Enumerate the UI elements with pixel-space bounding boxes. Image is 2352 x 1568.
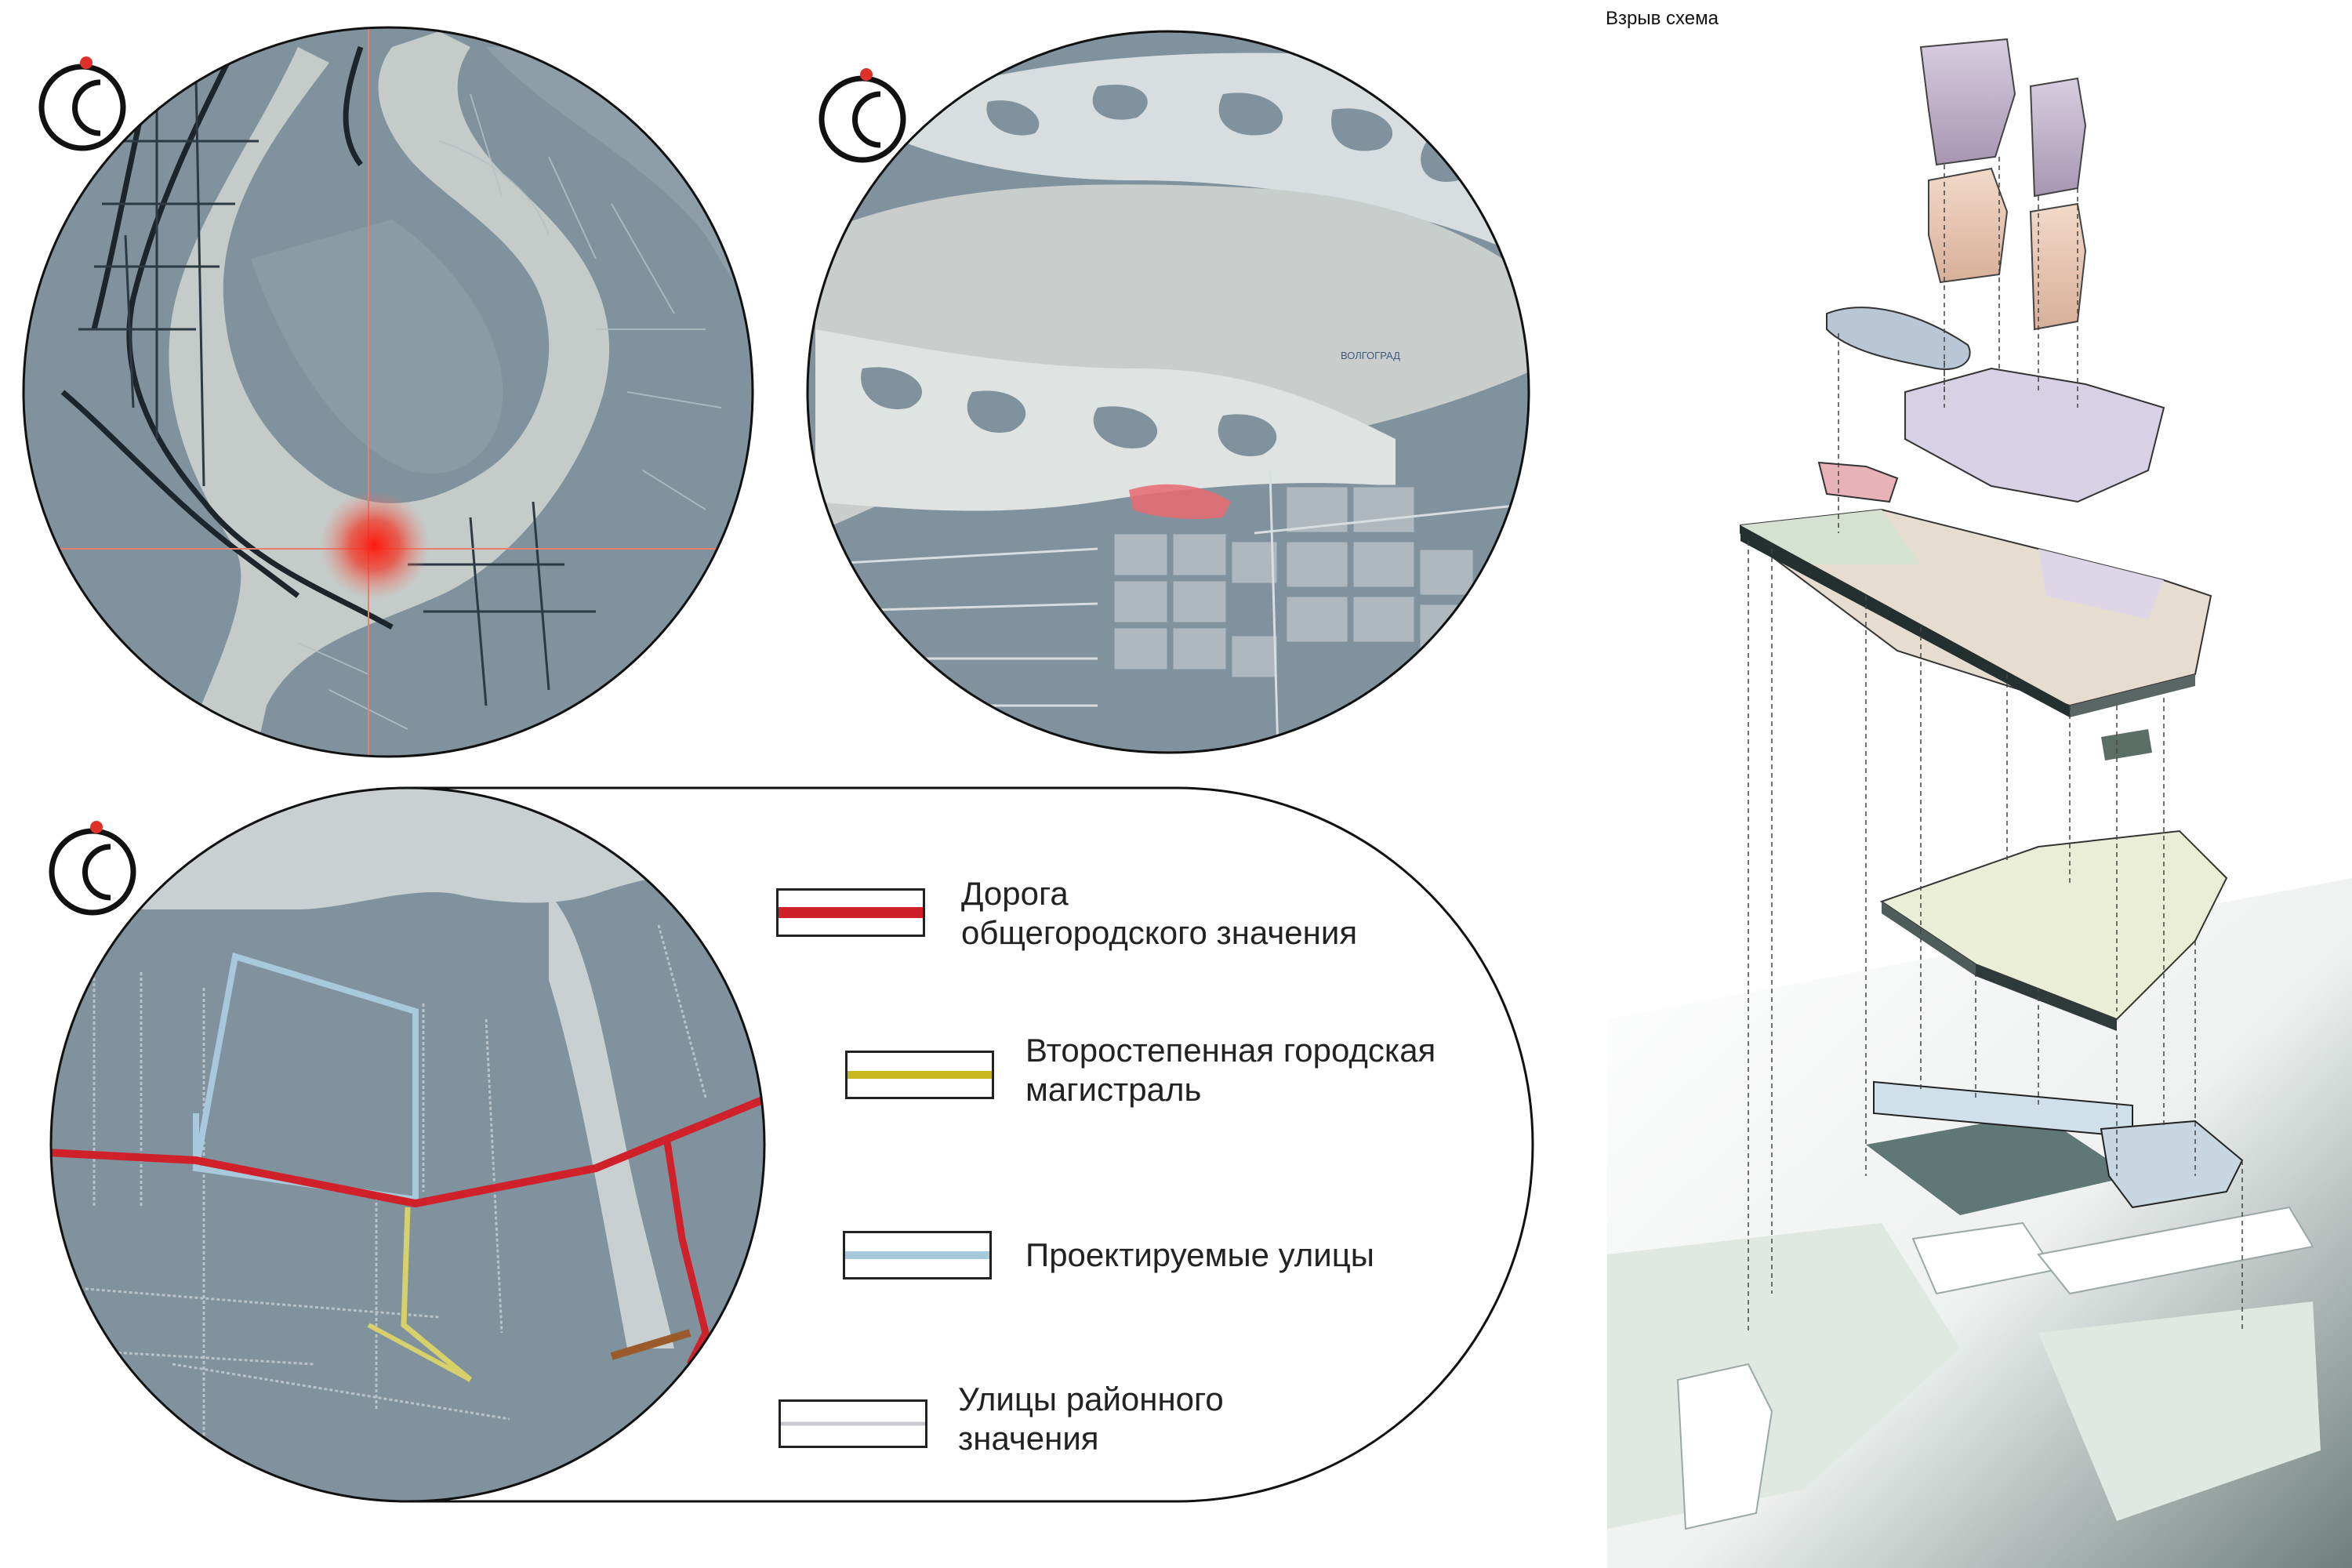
road-hierarchy-map [51, 788, 764, 1501]
legend-label-district: Улицы районного значения [958, 1381, 1224, 1457]
city-label: ВОЛГОГРАД [1341, 350, 1400, 361]
legend-swatch-secondary [845, 1051, 994, 1099]
legend-swatch-district [779, 1399, 927, 1448]
legend-label-city-road: Дорога общегородского значения [961, 875, 1358, 951]
legend-panel-outline [408, 786, 1534, 1503]
exploded-axonometric [1607, 38, 2352, 1568]
explode-title: Взрыв схема [1606, 8, 1719, 29]
legend-label-secondary: Второстепенная городская магистраль [1025, 1032, 1436, 1108]
logo-icon [38, 56, 126, 151]
logo-icon [818, 68, 906, 163]
legend-swatch-planned [843, 1231, 992, 1279]
legend-label-planned: Проектируемые улицы [1025, 1236, 1374, 1273]
river-map: ВОЛГОГРАД [808, 31, 1529, 753]
logo-icon [49, 821, 136, 916]
legend-swatch-city-road [776, 888, 925, 937]
